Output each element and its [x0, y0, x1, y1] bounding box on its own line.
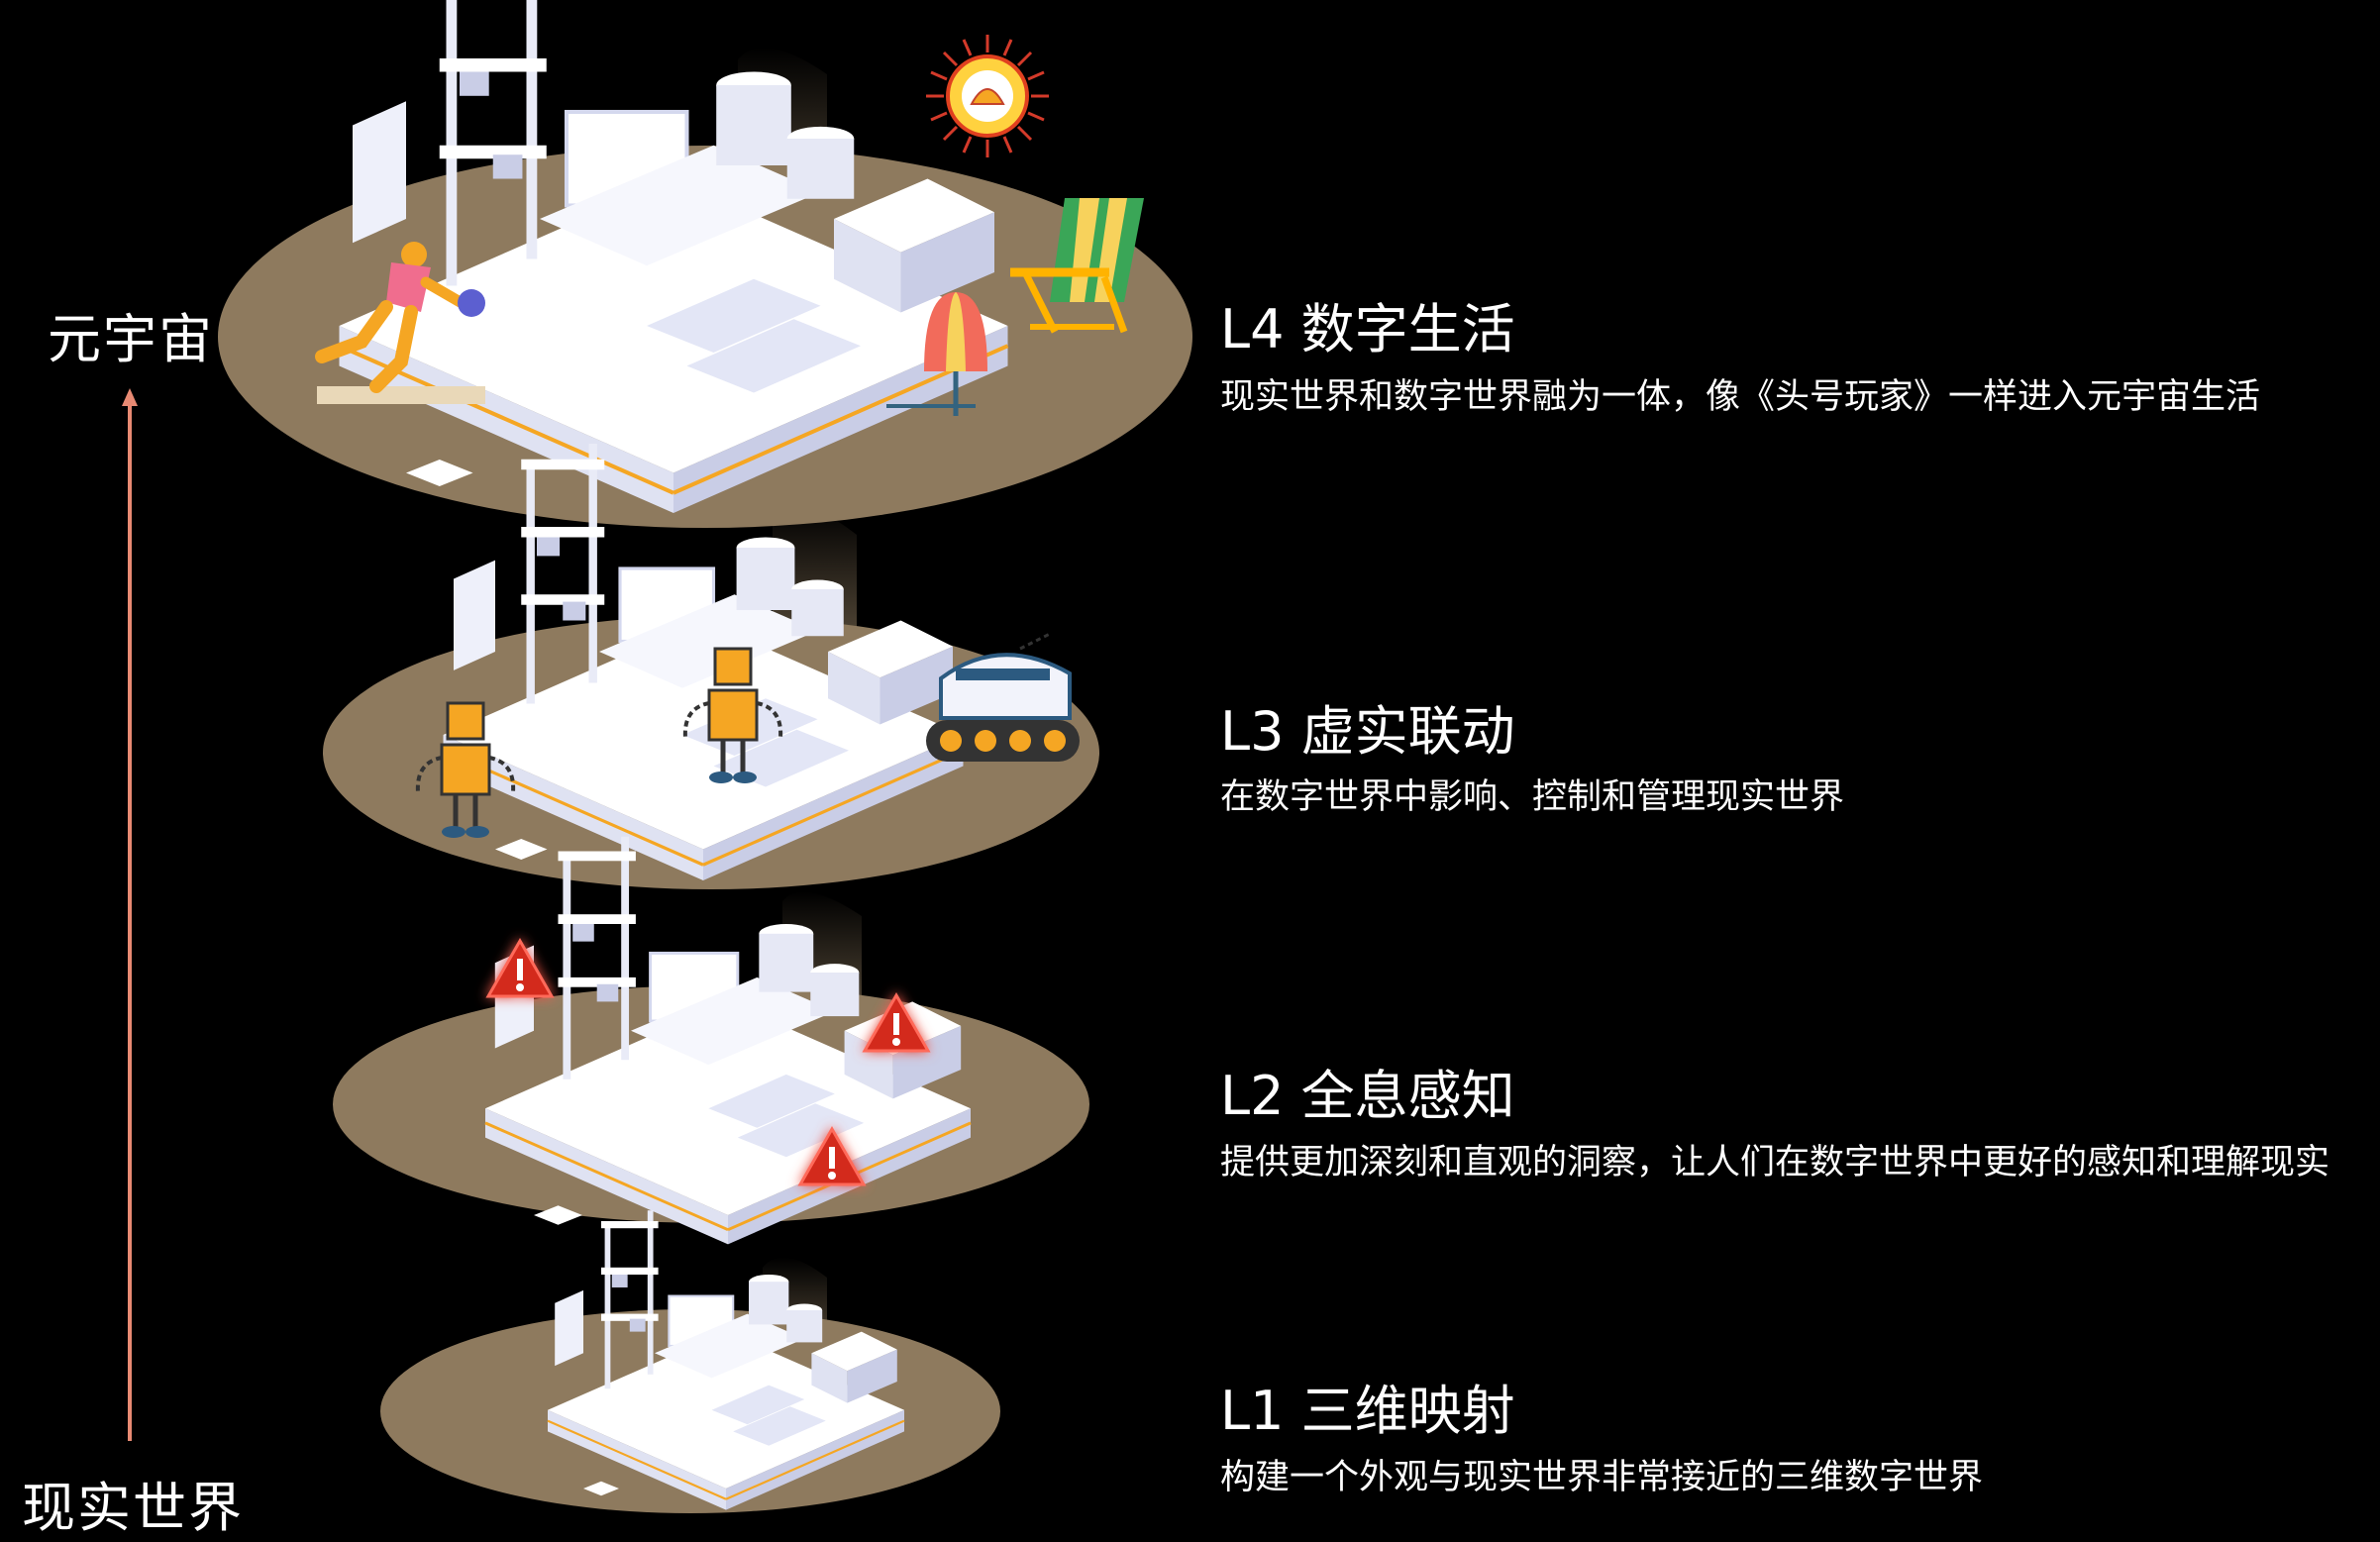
level-4-title: L4 数字生活 — [1220, 298, 1515, 360]
warning-icon — [485, 937, 555, 998]
umbrella-icon — [886, 292, 987, 416]
warning-icon — [797, 1125, 867, 1186]
axis-bottom-label: 现实世界 — [22, 1477, 244, 1539]
axis-arrow-head — [122, 388, 138, 406]
crawler-vehicle-icon — [926, 632, 1080, 762]
level-1-platform — [380, 1209, 1000, 1513]
robot-icon — [415, 701, 516, 838]
sun-icon — [926, 35, 1049, 157]
level-3-description: 在数字世界中影响、控制和管理现实世界 — [1220, 777, 1845, 817]
level-2-platform — [333, 835, 1089, 1246]
level-4-description: 现实世界和数字世界融为一体，像《头号玩家》一样进入元宇宙生活 — [1220, 377, 2261, 417]
level-2-title: L2 全息感知 — [1220, 1065, 1515, 1127]
level-2-description: 提供更加深刻和直观的洞察，让人们在数字世界中更好的感知和理解现实 — [1220, 1143, 2330, 1182]
level-1-description: 构建一个外观与现实世界非常接近的三维数字世界 — [1220, 1458, 1984, 1497]
level-3-title: L3 虚实联动 — [1220, 700, 1515, 763]
robot-icon — [682, 647, 783, 783]
beach-chair-icon — [1010, 198, 1144, 334]
level-1-title: L1 三维映射 — [1220, 1380, 1515, 1442]
volleyball-player-icon — [315, 242, 485, 404]
level-4-platform — [218, 0, 1192, 528]
axis-top-label: 元宇宙 — [48, 308, 214, 370]
level-3-platform — [323, 442, 1099, 889]
warning-icon — [862, 991, 931, 1053]
